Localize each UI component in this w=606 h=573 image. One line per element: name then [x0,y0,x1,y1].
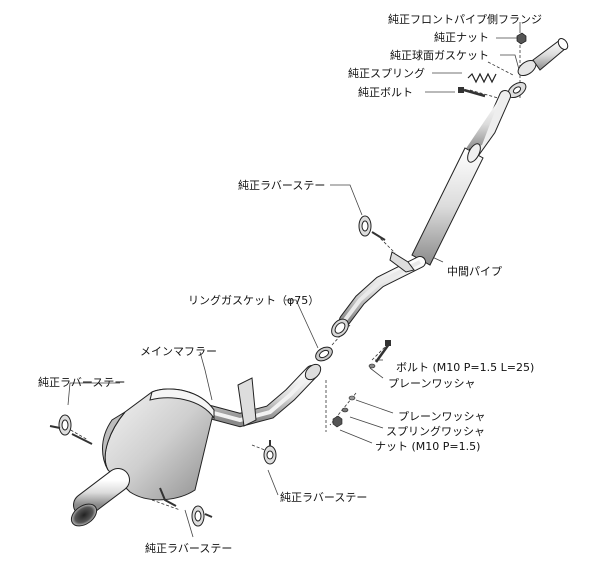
label-center-pipe: 中間パイプ [447,265,502,278]
main-muffler [70,363,322,527]
rubber-stay-bottom-icon [191,505,213,527]
rubber-stay-left-icon [49,414,93,445]
label-plain-washer-1: プレーンワッシャ [388,377,476,390]
rubber-stay-top-icon [358,215,386,241]
label-ring-gasket: リングガスケット（φ75） [188,294,320,307]
plain-washer-icon [368,363,376,369]
hardware-bolt-icon [374,340,391,363]
label-rubber-stay-mid: 純正ラバーステー [280,491,368,504]
washer-stack-icon [332,395,356,428]
leader-lines [67,22,521,538]
label-main-muffler: メインマフラー [140,345,217,358]
spherical-gasket-icon [507,81,527,99]
label-rubber-stay-bottom: 純正ラバーステー [145,542,233,555]
label-bolt-spec: ボルト (M10 P=1.5 L=25) [396,361,535,374]
label-plain-washer-2: プレーンワッシャ [398,410,486,423]
rubber-stay-mid-icon [263,440,277,465]
label-nut-spec: ナット (M10 P=1.5) [375,440,481,453]
center-pipe [331,90,511,338]
bolt-icon [458,87,486,98]
label-nut-stock: 純正ナット [434,31,489,44]
spring-icon [467,72,497,84]
label-spring-stock: 純正スプリング [348,67,425,80]
label-spring-washer: スプリングワッシャ [386,425,485,438]
label-spherical-gasket: 純正球面ガスケット [390,49,489,62]
ring-gasket-icon [315,346,333,362]
label-rubber-stay-left: 純正ラバーステー [38,376,126,389]
label-rubber-stay-top: 純正ラバーステー [238,179,326,192]
nut-icon [516,32,527,45]
label-front-pipe-flange: 純正フロントパイプ側フランジ [388,13,542,26]
front-pipe-flange [517,38,569,77]
label-bolt-stock: 純正ボルト [358,86,413,99]
